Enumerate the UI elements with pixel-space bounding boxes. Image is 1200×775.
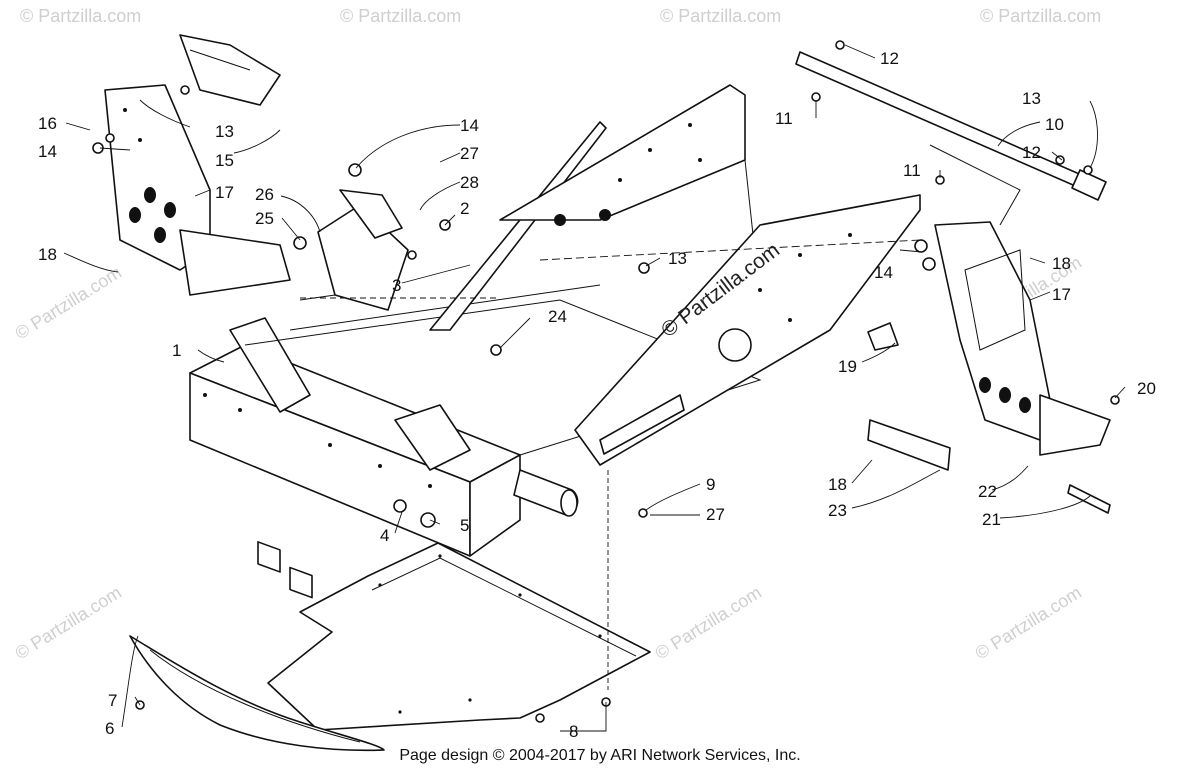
callout-4: 4 <box>380 526 389 545</box>
copyright-footer: Page design © 2004-2017 by ARI Network S… <box>399 747 801 764</box>
right-frame-rail <box>574 194 921 466</box>
callout-23: 23 <box>828 501 847 520</box>
callout-13: 13 <box>668 249 687 268</box>
watermark: © Partzilla.com <box>12 262 125 343</box>
callout-18: 18 <box>828 475 847 494</box>
watermark: © Partzilla.com <box>652 582 765 663</box>
leader-lines <box>63 44 1126 732</box>
skid-plate <box>267 542 651 731</box>
callout-26: 26 <box>255 185 274 204</box>
callout-16: 16 <box>38 114 57 133</box>
callout-21: 21 <box>982 510 1001 529</box>
callout-22: 22 <box>978 482 997 501</box>
callout-25: 25 <box>255 209 274 228</box>
steering-crossbar <box>795 51 1107 226</box>
callout-17: 17 <box>1052 285 1071 304</box>
watermark: © Partzilla.com <box>20 6 141 26</box>
callout-13: 13 <box>215 122 234 141</box>
strap-21 <box>1067 484 1111 514</box>
front-nose-guard <box>129 635 385 752</box>
watermark-layer: © Partzilla.com © Partzilla.com © Partzi… <box>12 6 1102 663</box>
left-frame-rail <box>429 84 761 331</box>
watermark: © Partzilla.com <box>340 6 461 26</box>
callout-5: 5 <box>460 516 469 535</box>
callout-labels: 1 2 3 4 5 6 7 8 9 10 11 11 12 12 13 13 1… <box>38 49 1156 741</box>
callout-18: 18 <box>1052 254 1071 273</box>
callout-8: 8 <box>569 722 578 741</box>
watermark: © Partzilla.com <box>660 6 781 26</box>
callout-11: 11 <box>775 109 793 128</box>
strap-23 <box>867 419 951 471</box>
callout-10: 10 <box>1045 115 1064 134</box>
callout-2: 2 <box>460 199 469 218</box>
callout-6: 6 <box>105 719 114 738</box>
callout-9: 9 <box>706 475 715 494</box>
callout-3: 3 <box>392 276 401 295</box>
center-mount-block <box>299 189 409 311</box>
callout-28: 28 <box>460 173 479 192</box>
callout-27: 27 <box>706 505 725 524</box>
callout-18: 18 <box>38 245 57 264</box>
callout-7: 7 <box>108 691 117 710</box>
callout-12: 12 <box>880 49 899 68</box>
right-footrest-panel <box>934 221 1111 456</box>
left-upper-bracket <box>179 34 281 106</box>
watermark: © Partzilla.com <box>972 582 1085 663</box>
left-footrest-panel <box>104 84 291 296</box>
callout-11: 11 <box>903 161 921 180</box>
callout-13: 13 <box>1022 89 1041 108</box>
callout-14: 14 <box>460 116 479 135</box>
callout-14: 14 <box>38 142 57 161</box>
callout-15: 15 <box>215 151 234 170</box>
bracket-19 <box>867 322 899 351</box>
callout-24: 24 <box>548 307 567 326</box>
callout-27: 27 <box>460 144 479 163</box>
callout-17: 17 <box>215 183 234 202</box>
watermark: © Partzilla.com <box>12 582 125 663</box>
callout-14: 14 <box>874 263 893 282</box>
callout-1: 1 <box>172 341 181 360</box>
watermark: © Partzilla.com <box>980 6 1101 26</box>
tube-crossmember <box>513 469 579 517</box>
callout-20: 20 <box>1137 379 1156 398</box>
callout-12: 12 <box>1022 143 1041 162</box>
callout-19: 19 <box>838 357 857 376</box>
